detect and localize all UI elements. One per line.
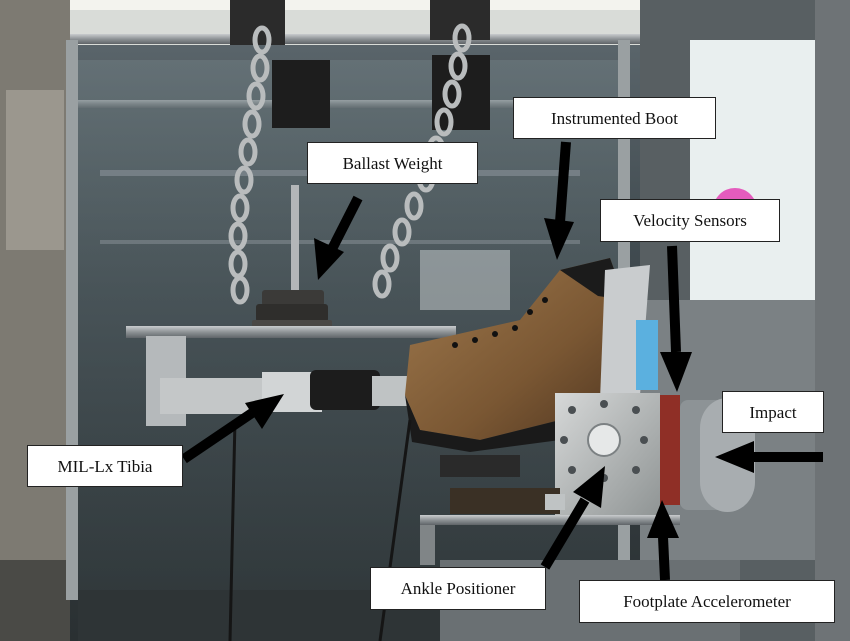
velocity-sensors-arrow <box>660 245 692 392</box>
boot-eyelets <box>452 297 548 348</box>
annotation-arrows <box>181 141 823 581</box>
carriage-plate <box>126 326 456 338</box>
weight-plate-2 <box>256 304 328 322</box>
ballast-weight-arrow <box>314 195 363 280</box>
lower-screw-1 <box>440 455 520 477</box>
impact-arrow <box>715 441 823 473</box>
instrumented-boot-arrow <box>544 141 574 260</box>
ankle-positioner-arrow <box>540 466 605 570</box>
mil-lx-tibia-arrow <box>181 394 284 464</box>
red-sensor-block <box>660 395 680 505</box>
weight-plate-1 <box>262 290 324 306</box>
ballast-weight-label: Ballast Weight <box>307 142 478 184</box>
top-rail <box>70 34 690 44</box>
left-post <box>66 40 78 600</box>
impact-label: Impact <box>722 391 824 433</box>
mil-lx-tibia-label: MIL-Lx Tibia <box>27 445 183 487</box>
instrumented-boot-label: Instrumented Boot <box>513 97 716 139</box>
tibia-compliant-element <box>310 370 380 410</box>
footplate-accelerometer-arrow <box>647 500 679 581</box>
ballast-rod <box>291 185 299 295</box>
lower-screw-2 <box>450 488 560 514</box>
lower-rail <box>420 515 680 525</box>
left-bracket <box>272 60 330 128</box>
ankle-positioner-label: Ankle Positioner <box>370 567 546 610</box>
window <box>690 40 815 310</box>
positioner-holes <box>560 400 648 482</box>
left-chain <box>228 25 272 305</box>
blue-block <box>636 320 658 390</box>
footplate-accelerometer-label: Footplate Accelerometer <box>579 580 835 623</box>
velocity-sensors-label: Velocity Sensors <box>600 199 780 242</box>
